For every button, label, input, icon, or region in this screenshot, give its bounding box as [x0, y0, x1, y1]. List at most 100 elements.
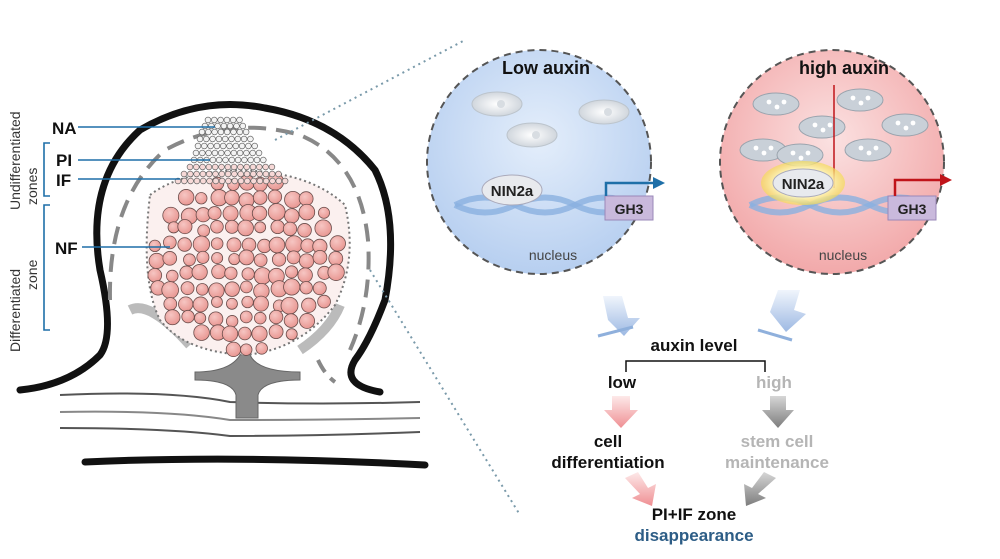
meristem-cell	[201, 122, 209, 130]
meristem-cell	[218, 177, 226, 185]
meristem-cell	[228, 135, 235, 143]
final-line1: PI+IF zone	[652, 505, 737, 524]
nf-cell	[297, 267, 313, 283]
nf-cell	[286, 250, 301, 265]
low-arrowhead	[653, 177, 665, 189]
low-nin2a-protein	[481, 174, 543, 206]
meristem-cell	[219, 142, 227, 150]
nf-cell	[312, 281, 327, 296]
meristem-cell	[224, 170, 232, 178]
label-if: IF	[56, 171, 71, 190]
meristem-cell	[268, 170, 276, 178]
meristem-cell	[262, 163, 269, 171]
nf-cell	[183, 253, 196, 267]
nf-cell	[255, 342, 268, 355]
auxin-dot	[858, 145, 864, 151]
meristem-cell	[243, 170, 251, 178]
meristem-cell	[211, 163, 219, 171]
nf-cell	[210, 237, 224, 250]
meristem-cell	[212, 170, 219, 178]
meristem-cell	[275, 170, 282, 178]
auxin-dot	[761, 150, 767, 156]
auxin-dot	[895, 120, 901, 126]
nf-cell	[163, 235, 177, 250]
low-blue-arrow	[603, 296, 640, 336]
auxin-dot	[790, 150, 796, 156]
meristem-cell	[238, 142, 246, 150]
nf-cell	[252, 190, 268, 205]
low-nin2a-label: NIN2a	[491, 183, 534, 200]
meristem-cell	[236, 116, 243, 124]
meristem-cell	[196, 135, 204, 143]
nf-cell	[191, 264, 208, 281]
nf-cell	[207, 206, 222, 221]
auxin-dot	[903, 125, 909, 131]
nf-cell	[211, 252, 224, 265]
root-line-1	[59, 392, 421, 405]
meristem-cell	[244, 177, 251, 185]
meristem-cell	[204, 116, 212, 124]
nf-cell	[251, 205, 268, 221]
nf-cell	[301, 297, 317, 313]
meristem-cell	[226, 122, 234, 130]
high-outcome-line2: maintenance	[725, 453, 829, 472]
nf-cell	[197, 224, 210, 238]
meristem-cell	[209, 156, 217, 164]
meristem-cell	[249, 149, 256, 157]
low-final-arrow	[625, 472, 656, 506]
meristem-cell	[243, 163, 250, 171]
nf-cell	[196, 283, 209, 296]
nf-cell	[224, 266, 238, 280]
nf-cell	[328, 251, 344, 266]
nf-cell	[285, 328, 298, 341]
meristem-cell	[211, 149, 219, 157]
meristem-cell	[237, 177, 245, 185]
label-pi: PI	[56, 151, 72, 170]
nf-cell	[280, 296, 299, 315]
nf-cell	[164, 309, 181, 326]
nf-cell	[298, 253, 315, 269]
nf-cell	[208, 311, 224, 327]
nf-cell	[299, 281, 313, 295]
nf-cell	[208, 282, 225, 299]
label-nf: NF	[55, 239, 78, 258]
nf-cell	[253, 295, 269, 312]
nf-cell	[284, 208, 300, 224]
nf-cell	[177, 219, 193, 235]
meristem-cell	[245, 142, 252, 150]
auxin-dot	[766, 99, 772, 105]
meristem-cell	[233, 122, 240, 130]
nf-cell	[237, 219, 254, 237]
meristem-cell	[236, 149, 244, 157]
meristem-cell	[240, 135, 248, 143]
nf-cell	[162, 251, 178, 266]
root-line-2	[59, 410, 421, 422]
meristem-cell	[256, 163, 263, 171]
nf-cell	[226, 237, 242, 253]
nf-cell	[270, 219, 285, 235]
meristem-cell	[212, 177, 220, 185]
meristem-cell	[262, 177, 270, 185]
high-final-arrow	[744, 472, 776, 506]
auxin-dot	[910, 120, 916, 126]
zone-undiff-line2: zones	[24, 168, 40, 205]
low-auxin-molecules	[471, 91, 630, 148]
meristem-cell	[224, 163, 232, 171]
meristem-cell	[237, 163, 244, 171]
undiff-bracket	[43, 142, 50, 197]
meristem-cell	[229, 116, 237, 124]
meristem-cell	[247, 156, 254, 164]
nf-cell	[148, 252, 165, 269]
nf-cell	[177, 189, 195, 206]
meristem-cell	[223, 116, 231, 124]
nf-cell	[267, 189, 283, 204]
meristem-cell	[253, 156, 261, 164]
high-nucleus-label: nucleus	[819, 247, 867, 263]
meristem-cell	[193, 177, 201, 185]
auxin-dot	[866, 150, 872, 156]
root-line-3	[59, 427, 421, 438]
meristem-cell	[231, 170, 238, 178]
meristem-cell	[268, 163, 276, 171]
meristem-cell	[215, 135, 223, 143]
